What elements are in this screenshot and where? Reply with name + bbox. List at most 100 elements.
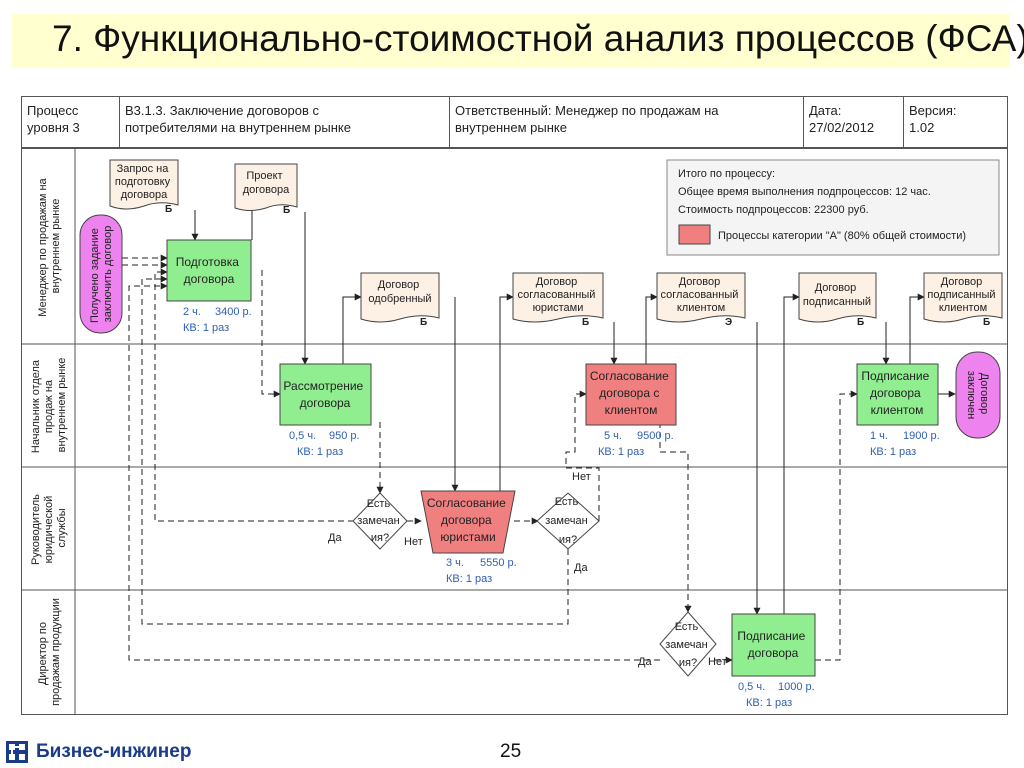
process-label-line: клиентом [871,403,924,417]
legend-label: Процессы категории "А" (80% общей стоимо… [718,230,966,242]
process-client-sign: Подписание договора клиентом 1 ч. 1900 р… [856,363,940,458]
decision-director-remarks: Есть замечан ия? [659,611,717,677]
document-label-line: Проект [246,170,282,182]
branch-label-yes: Да [328,532,342,544]
header-date-line: 27/02/2012 [809,120,875,135]
header-process-line: потребителями на внутреннем рынке [125,120,351,135]
flow-connectors [191,184,956,615]
lane-label-line: продаж на [43,379,55,433]
lane-label-line: продажам продукции [50,598,62,706]
document-shape [234,163,298,211]
process-cost: 950 р. [329,430,360,442]
document-label-line: клиентом [939,302,987,314]
lane-label-line: внутреннем рынке [56,358,68,453]
svg-text:Есть замечан ия?: Есть замечан ия? [357,498,402,544]
document-shape [923,272,1003,323]
svg-text:Согласование договора с: Согласование договора с клиентом [590,369,672,417]
summary-time: Общее время выполнения подпроцессов: 12 … [678,186,931,198]
header-date-line: Дата: [809,103,842,118]
svg-text:Есть замечан ия?: Есть замечан ия? [545,496,590,546]
svg-text:Договор согласованный: Договор согласованный юристами [518,276,599,314]
header-responsible-line: внутреннем рынке [455,120,567,135]
process-label-line: договора с [599,386,659,400]
document-label-line: подписанный [927,289,995,301]
document-label-line: Запрос на [117,163,170,175]
document-shape [109,159,179,210]
branch-labels: Да Нет Нет Да Да Нет [328,471,727,668]
branch-label-no: Нет [708,656,727,668]
process-shape [279,363,372,426]
process-label-line: договора [441,513,492,527]
header-divider [903,96,904,148]
process-shape [420,490,516,554]
decision-shape [659,611,717,677]
lane-label-line: Менеджер по продажам на [37,177,49,316]
branch-label-no: Нет [404,536,423,548]
svg-text:Проект договора: Проект договора [243,170,290,196]
decision-label-line: Есть [367,498,391,510]
decision-shape [352,492,408,550]
svg-text:Получено задание заключи: Получено задание заключить договор [89,225,114,323]
process-cost: 5550 р. [480,557,517,569]
lane-label-sales-director: Директор по продажам продукции [37,598,62,706]
event-label-line: Договор [978,373,990,415]
title-bar [12,14,1010,68]
document-label-line: Договор [378,279,420,291]
summary-box: Итого по процессу: Общее время выполнени… [666,159,1000,256]
lane-label-sales-head: Начальник отдела продаж на внутреннем ры… [30,357,68,453]
lane-label-line: Директор по [37,622,49,685]
process-label-line: Подготовка [176,255,239,269]
header-divider [803,96,804,148]
process-label-line: договора [300,396,351,410]
decision-label-line: замечан [665,639,707,651]
start-event: Получено задание заключить договор [79,214,123,334]
process-shape [166,239,252,302]
lane-label-line: внутреннем рынке [50,199,62,294]
document-label-line: юристами [533,302,584,314]
svg-text:Договор заключен: Договор заключен [965,371,990,419]
process-label-line: договора [870,386,921,400]
event-label-line: Получено задание [89,228,101,323]
process-review: Рассмотрение договора 0,5 ч. 950 р. КВ: … [279,363,372,458]
document-legal-approved: Договор согласованный юристами Б [512,272,604,328]
document-label-line: клиентом [677,302,725,314]
document-client-signed: Договор подписанный клиентом Б [923,272,1003,328]
svg-text:Договор подписанный: Договор подписанный клиентом [927,276,998,314]
header-level-line: Процесс [27,103,79,118]
decision-label-line: Есть [555,496,579,508]
svg-text:Подписание договора: Подписание договора [737,629,808,660]
svg-text:Договор согласованный: Договор согласованный клиентом [661,276,742,314]
svg-text:Подготовка договора: Подготовка договора [176,255,243,286]
svg-text:Договор подписанный: Договор подписанный [803,282,871,308]
process-label-line: договора [748,646,799,660]
document-client-approved: Договор согласованный клиентом Э [656,272,746,328]
process-label-line: договора [184,272,235,286]
header-responsible-line: Ответственный: Менеджер по продажам на [455,103,719,118]
process-cost: 1000 р. [778,681,815,693]
branch-label-yes: Да [638,656,652,668]
process-frequency: КВ: 1 раз [446,573,492,585]
document-tag: Б [165,204,172,215]
header-table [21,96,1008,148]
process-label-line: Согласование [590,369,669,383]
document-request: Запрос на подготовку договора Б [109,159,179,215]
summary-title: Итого по процессу: [678,168,775,180]
decision-shape [536,492,600,550]
document-label-line: подготовку [115,176,171,188]
process-shape [585,363,677,426]
lane-label-legal-head: Руководитель юридической службы [30,491,68,565]
document-tag: Б [420,317,427,328]
lane-label-line: Начальник отдела [30,359,42,453]
svg-text:Договор одобренный: Договор одобренный [368,279,431,305]
header-date-cell: Дата: 27/02/2012 [803,96,903,148]
lane-label-line: Руководитель [30,494,42,565]
document-draft: Проект договора Б [234,163,298,216]
header-level-cell: Процесс уровня 3 [21,96,119,148]
process-time: 3 ч. [446,557,464,569]
process-cost: 1900 р. [903,430,940,442]
lane-label-line: службы [56,508,68,547]
decision-label-line: ия? [371,532,389,544]
summary-cost: Стоимость подпроцессов: 22300 руб. [678,204,869,216]
page-title: 7. Функционально-стоимостной анализ проц… [52,18,1024,59]
